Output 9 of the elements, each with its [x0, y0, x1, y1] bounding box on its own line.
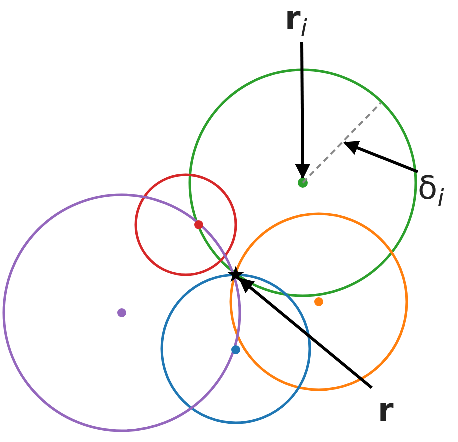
- radius-line: [302, 102, 382, 184]
- arrow: [295, 42, 310, 180]
- arrow: [344, 141, 419, 174]
- math-label: δ$_{i}$: [418, 172, 444, 210]
- math-label: r$_{i}$: [285, 2, 308, 40]
- star-marker: [227, 266, 245, 282]
- center-dot: [298, 178, 308, 188]
- math-label: r: [378, 394, 394, 426]
- arrow: [238, 278, 373, 390]
